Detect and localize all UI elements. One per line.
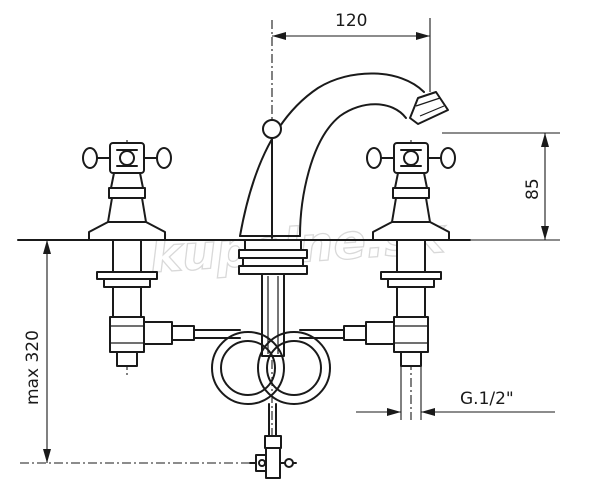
dimension-spout-reach: 120 — [272, 11, 431, 92]
dimension-spout-height: 85 — [442, 132, 560, 241]
spout — [239, 72, 449, 239]
connecting-pipes — [143, 321, 395, 479]
dimension-label-thread: G.1/2" — [460, 389, 514, 409]
dimension-label-reach: 120 — [335, 11, 367, 31]
dimension-label-height: 85 — [523, 178, 543, 200]
dimension-max-depth: max 320 — [23, 240, 51, 463]
dimension-thread: G.1/2" — [356, 366, 555, 420]
dimension-label-depth: max 320 — [23, 330, 43, 405]
right-valve — [366, 142, 456, 367]
left-valve — [82, 142, 172, 367]
